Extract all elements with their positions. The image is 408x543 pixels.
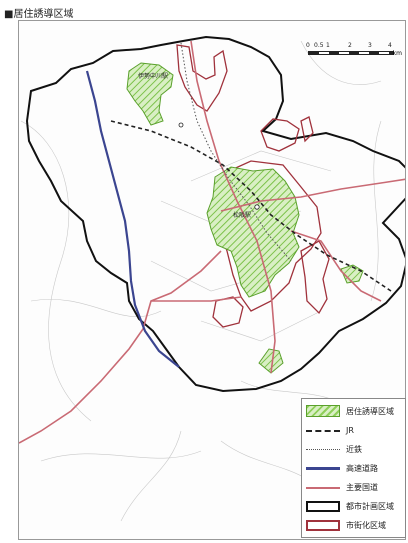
legend-label: 主要国道 (346, 482, 378, 492)
kintetsu-line (180, 42, 292, 262)
legend-item-city-planning: 都市計画区域 (306, 497, 404, 515)
red-outline-box-icon (306, 519, 340, 531)
road-line-icon (306, 481, 340, 493)
legend-label: 都市計画区域 (346, 501, 394, 511)
hatched-area-swatch-icon (306, 405, 340, 417)
legend-item-national-road: 主要国道 (306, 478, 404, 496)
legend-item-jr: JR (306, 421, 404, 439)
legend-item-kintetsu: 近鉄 (306, 440, 404, 458)
station-label-north: 伊勢中川駅 (138, 73, 169, 80)
expressway (85, 70, 180, 368)
legend-item-expressway: 高速道路 (306, 459, 404, 477)
legend-item-residential-area: 居住誘導区域 (306, 402, 404, 420)
induction-area-south (258, 348, 284, 374)
map-title: ■居住誘導区域 (4, 9, 74, 20)
scale-tick: 4 (388, 42, 392, 49)
scale-tick: 0 (306, 42, 310, 49)
station-marker-north (178, 122, 184, 128)
legend-label: 市街化区域 (346, 520, 386, 530)
legend-label: 居住誘導区域 (346, 406, 394, 416)
induction-area-east (340, 264, 364, 284)
black-outline-box-icon (306, 500, 340, 512)
expressway-line-icon (306, 462, 340, 474)
dashed-line-icon (306, 424, 340, 436)
map-legend: 居住誘導区域 JR 近鉄 高速道路 主要国道 都市計画区域 市街化区域 (301, 398, 406, 538)
legend-label: 高速道路 (346, 463, 378, 473)
legend-label: JR (346, 425, 354, 435)
map-canvas (19, 35, 405, 522)
scale-bar-graphic (308, 51, 394, 55)
scale-tick: 1 (326, 42, 330, 49)
legend-item-urbanization: 市街化区域 (306, 516, 404, 534)
scale-unit: km (392, 50, 402, 57)
induction-area-north (126, 62, 174, 126)
station-marker-center (254, 204, 260, 210)
scale-bar: 0 0.5 1 2 3 4 km (306, 42, 402, 66)
city-planning-boundary (25, 35, 405, 393)
station-label-center: 松阪駅 (233, 212, 252, 219)
dotted-line-icon (306, 443, 340, 455)
scale-tick: 3 (368, 42, 372, 49)
major-national-roads (19, 40, 405, 444)
scale-tick: 0.5 (314, 42, 324, 49)
map-frame[interactable]: 伊勢中川駅 松阪駅 (18, 20, 406, 540)
scale-tick: 2 (348, 42, 352, 49)
legend-label: 近鉄 (346, 444, 362, 454)
